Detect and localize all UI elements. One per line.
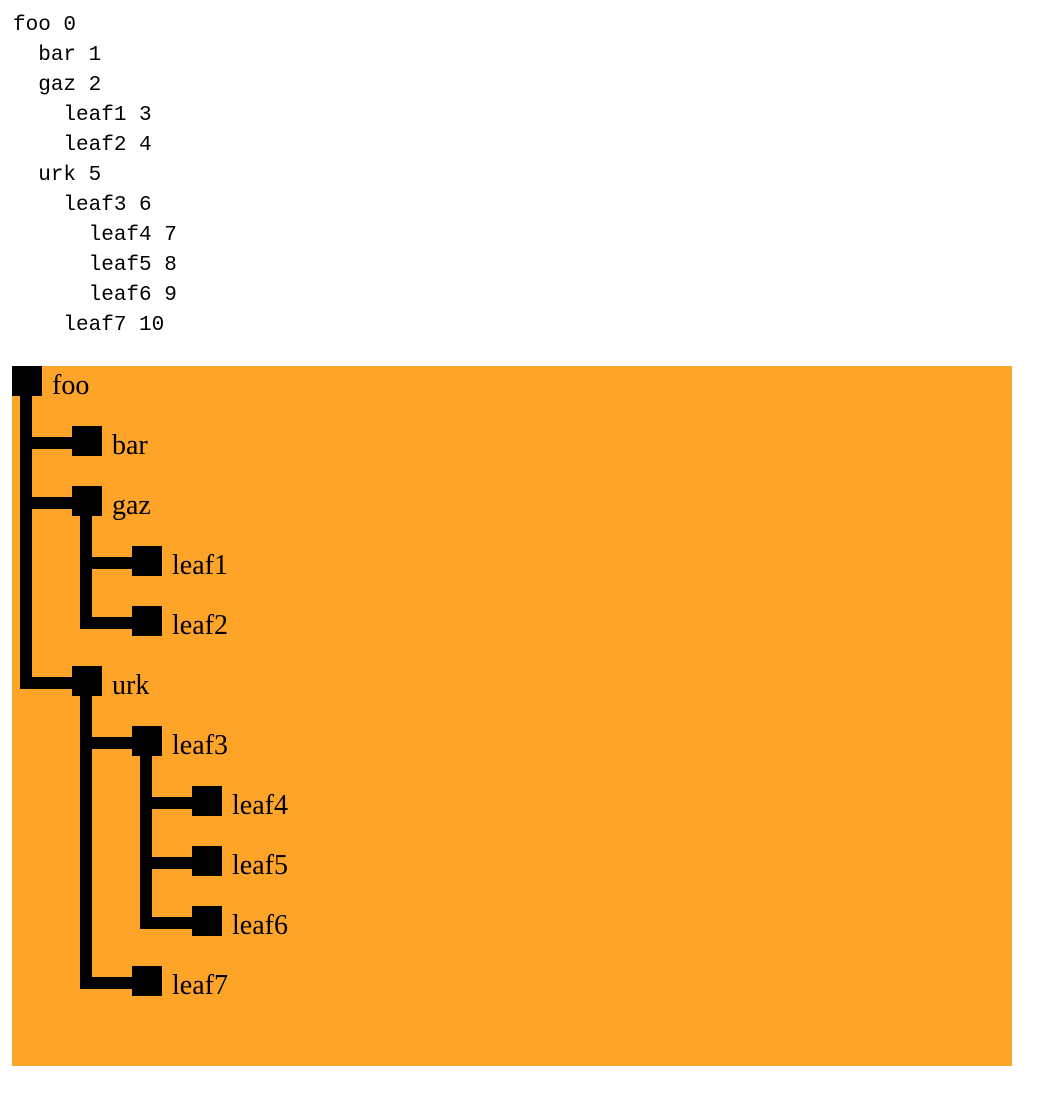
list-item-leaf5: leaf5 8 <box>13 251 177 281</box>
branch-bar <box>20 437 74 449</box>
branch-leaf7 <box>80 977 134 989</box>
tree-node-gaz: gaz <box>72 486 151 521</box>
list-item-label: leaf6 <box>88 284 152 307</box>
list-item-label: leaf1 <box>63 104 127 127</box>
tree-node-foo: foo <box>12 366 89 401</box>
indent <box>13 314 63 337</box>
indent <box>13 284 89 307</box>
list-item-label: urk <box>38 164 77 187</box>
list-item-leaf2: leaf2 4 <box>13 131 177 161</box>
connectors <box>20 392 194 989</box>
node-square <box>192 786 222 816</box>
list-item-urk: urk 5 <box>13 161 177 191</box>
tree-node-leaf2: leaf2 <box>132 606 228 641</box>
node-square <box>132 726 162 756</box>
trunk-gaz <box>80 512 92 629</box>
node-label: leaf7 <box>172 970 228 1001</box>
node-square <box>132 606 162 636</box>
node-square <box>192 846 222 876</box>
node-label: leaf3 <box>172 730 228 761</box>
tree-node-leaf3: leaf3 <box>132 726 228 761</box>
indent <box>13 74 38 97</box>
list-item-leaf4: leaf4 7 <box>13 221 177 251</box>
branch-urk <box>20 677 74 689</box>
list-item-index: 9 <box>164 284 177 307</box>
list-item-bar: bar 1 <box>13 41 177 71</box>
branch-leaf5 <box>140 857 194 869</box>
list-item-leaf3: leaf3 6 <box>13 191 177 221</box>
trunk-urk <box>80 692 92 989</box>
list-item-index: 7 <box>164 224 177 247</box>
list-item-index: 5 <box>88 164 102 187</box>
list-item-index: 8 <box>164 254 177 277</box>
tree-node-leaf5: leaf5 <box>192 846 288 881</box>
list-item-index: 2 <box>88 74 102 97</box>
indent <box>13 44 38 67</box>
node-label: leaf5 <box>232 850 288 881</box>
list-item-index: 1 <box>88 44 102 67</box>
indent <box>13 224 89 247</box>
node-label: leaf4 <box>232 790 288 821</box>
tree-node-leaf6: leaf6 <box>192 906 288 941</box>
list-item-leaf7: leaf7 10 <box>13 311 177 341</box>
tree-node-leaf7: leaf7 <box>132 966 228 1001</box>
node-square <box>132 966 162 996</box>
node-label: leaf6 <box>232 910 288 941</box>
tree-node-leaf4: leaf4 <box>192 786 288 821</box>
branch-leaf1 <box>80 557 134 569</box>
list-item-index: 4 <box>139 134 152 157</box>
list-item-index: 3 <box>139 104 152 127</box>
indent <box>13 254 89 277</box>
node-square <box>12 366 42 396</box>
list-item-label: leaf2 <box>63 134 127 157</box>
tree-node-urk: urk <box>72 666 149 701</box>
tree-node-bar: bar <box>72 426 148 461</box>
list-item-label: foo <box>13 14 51 37</box>
list-item-index: 6 <box>139 194 152 217</box>
indent <box>13 104 63 127</box>
list-item-label: gaz <box>38 74 77 97</box>
list-item-label: leaf7 <box>63 314 127 337</box>
node-label: leaf2 <box>172 610 228 641</box>
node-label: leaf1 <box>172 550 228 581</box>
node-square <box>72 426 102 456</box>
trunk-foo <box>20 392 32 689</box>
node-square <box>132 546 162 576</box>
indent <box>13 134 63 157</box>
list-item-label: leaf3 <box>63 194 127 217</box>
branch-leaf2 <box>80 617 134 629</box>
list-item-label: leaf5 <box>88 254 152 277</box>
node-square <box>192 906 222 936</box>
panel-background <box>12 366 1012 1066</box>
list-item-gaz: gaz 2 <box>13 71 177 101</box>
list-item-leaf6: leaf6 9 <box>13 281 177 311</box>
branch-leaf6 <box>140 917 194 929</box>
list-item-leaf1: leaf1 3 <box>13 101 177 131</box>
branch-gaz <box>20 497 74 509</box>
indexed-node-list: foo 0 bar 1 gaz 2 leaf1 3 leaf2 4 urk 5 … <box>13 11 177 341</box>
trunk-leaf3 <box>140 752 152 929</box>
indent <box>13 194 63 217</box>
branch-leaf3 <box>80 737 134 749</box>
node-label: foo <box>52 370 89 401</box>
list-item-index: 0 <box>63 14 77 37</box>
node-label: bar <box>112 430 148 461</box>
node-label: urk <box>112 670 149 701</box>
tree-node-leaf1: leaf1 <box>132 546 228 581</box>
list-item-index: 10 <box>139 314 165 337</box>
node-square <box>72 486 102 516</box>
node-label: gaz <box>112 490 151 521</box>
list-item-label: bar <box>38 44 77 67</box>
node-square <box>72 666 102 696</box>
indent <box>13 164 38 187</box>
list-item-foo: foo 0 <box>13 11 177 41</box>
list-item-label: leaf4 <box>88 224 152 247</box>
branch-leaf4 <box>140 797 194 809</box>
